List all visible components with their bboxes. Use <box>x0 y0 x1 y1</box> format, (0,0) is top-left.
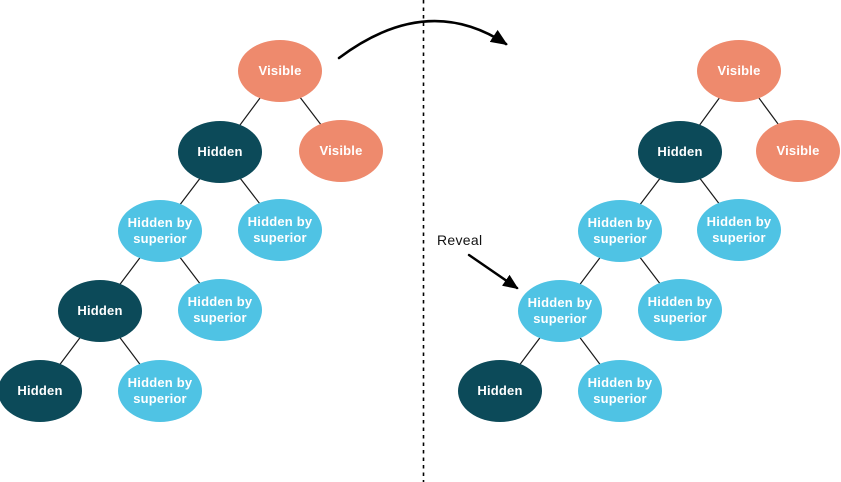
tree-node-label: Hidden by superior <box>587 215 653 246</box>
tree-node-label: Hidden by superior <box>647 294 713 325</box>
tree-node-hidden-by-superior: Hidden by superior <box>638 279 722 341</box>
reveal-label: Reveal <box>437 232 483 248</box>
transition-arrow-icon <box>337 19 508 60</box>
tree-node-label: Visible <box>717 63 761 79</box>
tree-node-hidden-by-superior: Hidden by superior <box>578 360 662 422</box>
tree-node-hidden-by-superior: Hidden by superior <box>118 200 202 262</box>
tree-node-visible: Visible <box>299 120 383 182</box>
tree-node-label: Hidden by superior <box>587 375 653 406</box>
tree-node-hidden-by-superior: Hidden by superior <box>518 280 602 342</box>
tree-node-hidden: Hidden <box>458 360 542 422</box>
tree-node-hidden-by-superior: Hidden by superior <box>697 199 781 261</box>
tree-node-hidden-by-superior: Hidden by superior <box>178 279 262 341</box>
tree-node-hidden: Hidden <box>638 121 722 183</box>
tree-node-label: Hidden <box>197 144 243 160</box>
reveal-arrow-icon <box>467 253 519 290</box>
tree-node-label: Hidden <box>657 144 703 160</box>
tree-node-label: Hidden by superior <box>706 214 772 245</box>
tree-node-label: Hidden <box>17 383 63 399</box>
tree-node-visible: Visible <box>697 40 781 102</box>
tree-node-label: Hidden <box>477 383 523 399</box>
tree-node-label: Visible <box>776 143 820 159</box>
tree-node-label: Hidden by superior <box>247 214 313 245</box>
tree-node-hidden-by-superior: Hidden by superior <box>118 360 202 422</box>
tree-node-label: Hidden by superior <box>127 375 193 406</box>
tree-node-hidden: Hidden <box>0 360 82 422</box>
tree-node-label: Hidden by superior <box>527 295 593 326</box>
tree-node-label: Visible <box>319 143 363 159</box>
tree-node-label: Hidden <box>77 303 123 319</box>
tree-node-label: Visible <box>258 63 302 79</box>
tree-node-hidden: Hidden <box>58 280 142 342</box>
tree-node-hidden-by-superior: Hidden by superior <box>238 199 322 261</box>
tree-node-hidden: Hidden <box>178 121 262 183</box>
tree-node-hidden-by-superior: Hidden by superior <box>578 200 662 262</box>
tree-node-label: Hidden by superior <box>127 215 193 246</box>
tree-node-label: Hidden by superior <box>187 294 253 325</box>
tree-node-visible: Visible <box>238 40 322 102</box>
tree-node-visible: Visible <box>756 120 840 182</box>
